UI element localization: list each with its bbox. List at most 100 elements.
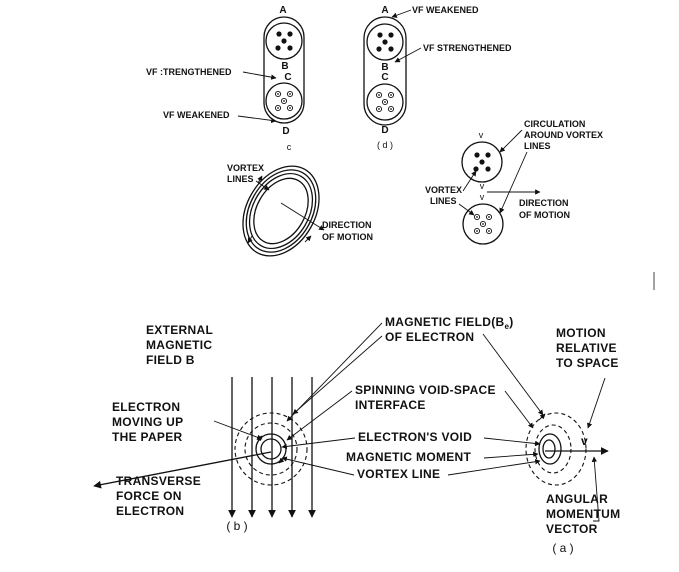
panel-c-point-a: A: [279, 5, 286, 16]
panel-c-lower-vortex: [265, 82, 303, 120]
vortex-line-arrow-right: [447, 459, 541, 476]
panel-d-strengthened-arrow: [394, 47, 422, 63]
panel-c: A B C D VF :TRENGTHENED VF WEAKENED c: [146, 5, 305, 152]
caption-a: ( a ): [552, 541, 573, 555]
panel-d-point-d: D: [381, 125, 388, 136]
electron-moving-line2: MOVING UP: [112, 415, 183, 429]
panel-d-upper-vortex: [366, 23, 404, 61]
external-field-line3: FIELD B: [146, 353, 195, 367]
ring-label-vortex-line2: LINES: [227, 174, 254, 184]
panel-d-lower-dots: [375, 91, 395, 113]
motion-line3: TO SPACE: [556, 356, 619, 370]
panel-c-lower-dots: [274, 90, 294, 112]
pair-label-circ-line1: CIRCULATION: [524, 119, 585, 129]
pair-label-direction-line1: DIRECTION: [519, 198, 569, 208]
pair-label-direction-line2: OF MOTION: [519, 210, 570, 220]
transverse-line1: TRANSVERSE: [116, 474, 201, 488]
ring-outer: [242, 165, 320, 257]
panel-d-stadium: [363, 16, 407, 126]
figure-a: v MOTION RELATIVE TO SPACE ANGULAR MOMEN…: [525, 326, 620, 555]
panel-c-upper-vortex: [265, 22, 303, 60]
magnetic-field-close: ): [509, 315, 513, 329]
pair-label-vortex-line2: LINES: [430, 196, 457, 206]
electron-a-field-outer: [525, 412, 587, 486]
pair-upper-vortex: [461, 141, 503, 183]
electrons-void-arrow-left: [281, 437, 356, 450]
panel-c-label-strengthened: VF :TRENGTHENED: [146, 67, 232, 77]
electrons-void-arrow-right: [483, 437, 541, 447]
magnetic-field-line2: OF ELECTRON: [385, 330, 474, 344]
pair-vortex-arrow-upper: [462, 170, 477, 192]
panel-d-point-c: C: [381, 72, 388, 83]
magnetic-field-subscript: e: [504, 322, 509, 331]
magnetic-moment-arrow: [483, 451, 539, 459]
panel-d-weakened-arrow: [391, 9, 412, 18]
magnetic-field-arrow-left2: [292, 335, 383, 415]
panel-c-weakened-arrow: [237, 115, 277, 124]
panel-d-caption: ( d ): [377, 140, 393, 150]
electron-moving-line3: THE PAPER: [112, 430, 183, 444]
vortex-line-arrow-left: [281, 456, 355, 476]
panel-c-point-d: D: [282, 126, 289, 137]
ring-inner: [253, 177, 309, 245]
panel-c-point-c: C: [284, 72, 291, 83]
ring-direction-arrow: [280, 202, 325, 231]
vortex-line-label: VORTEX LINE: [357, 467, 440, 481]
figure-b: EXTERNAL MAGNETIC FIELD B ELECTRON MOVIN…: [93, 323, 316, 533]
angular-line2: MOMENTUM: [546, 507, 620, 521]
transverse-force-arrow: [93, 451, 272, 489]
panel-d-lower-vortex: [366, 83, 404, 121]
electron-a-field-mid: [534, 424, 572, 474]
electron-void: [260, 438, 282, 460]
panel-d-point-b: B: [381, 62, 388, 73]
caption-b: ( b ): [226, 519, 247, 533]
magnetic-moment-label: MAGNETIC MOMENT: [346, 450, 472, 464]
pair-label-circ-line3: LINES: [524, 141, 551, 151]
spinning-line1: SPINNING VOID-SPACE: [355, 383, 496, 397]
panel-c-caption: c: [287, 142, 292, 152]
ring-label-direction-line2: OF MOTION: [322, 232, 373, 242]
electron-a-void: [542, 439, 556, 459]
motion-arrow: [587, 377, 606, 429]
panel-d: A B C D VF WEAKENED VF STRENGTHENED ( d …: [363, 5, 512, 150]
magnetic-field-arrow-right: [482, 333, 544, 416]
electron-a-interface: [538, 433, 562, 465]
panel-d-upper-dots: [376, 32, 394, 52]
pair-v-mark-mid: v: [480, 181, 485, 191]
pair-v-mark-top: v: [479, 130, 484, 140]
ring-label-direction-line1: DIRECTION: [322, 220, 372, 230]
center-labels: MAGNETIC FIELD(Be) OF ELECTRON SPINNING …: [281, 315, 544, 481]
pair-vortex-arrow-lower: [458, 203, 475, 216]
angular-line1: ANGULAR: [546, 492, 608, 506]
vortex-pair: v v v CIRCULATION AROUND VORTEX LINES VO…: [425, 119, 603, 245]
angular-line3: VECTOR: [546, 522, 598, 536]
magnetic-field-label-text: MAGNETIC FIELD(B: [385, 315, 504, 329]
panel-d-label-strengthened: VF STRENGTHENED: [423, 43, 512, 53]
panel-d-label-weakened: VF WEAKENED: [412, 5, 479, 15]
pair-label-vortex-line1: VORTEX: [425, 185, 462, 195]
pair-circ-arrow-upper: [499, 129, 523, 153]
spinning-line2: INTERFACE: [355, 398, 426, 412]
panel-c-point-b: B: [281, 61, 288, 72]
motion-line2: RELATIVE: [556, 341, 617, 355]
pair-label-circ-line2: AROUND VORTEX: [524, 130, 603, 140]
pair-lower-vortex: [462, 203, 504, 245]
electron-moving-arrow: [213, 420, 263, 440]
magnetic-field-label: MAGNETIC FIELD(Be): [385, 315, 514, 331]
motion-line1: MOTION: [556, 326, 606, 340]
external-field-line1: EXTERNAL: [146, 323, 213, 337]
ring-label-vortex-line1: VORTEX: [227, 163, 264, 173]
ring-vortex-arrow: [255, 180, 270, 191]
transverse-line3: ELECTRON: [116, 504, 184, 518]
electron-field-outer: [234, 412, 308, 486]
external-field-line2: MAGNETIC: [146, 338, 212, 352]
panel-d-point-a: A: [381, 5, 388, 16]
panel-c-strengthened-arrow: [242, 71, 277, 80]
pair-lower-dots: [473, 213, 493, 235]
electron-field-mid: [244, 422, 298, 476]
pair-circ-arrow-lower: [499, 151, 528, 214]
angular-leader: [591, 456, 600, 522]
electron-moving-line1: ELECTRON: [112, 400, 180, 414]
spinning-arrow-left: [286, 390, 353, 441]
